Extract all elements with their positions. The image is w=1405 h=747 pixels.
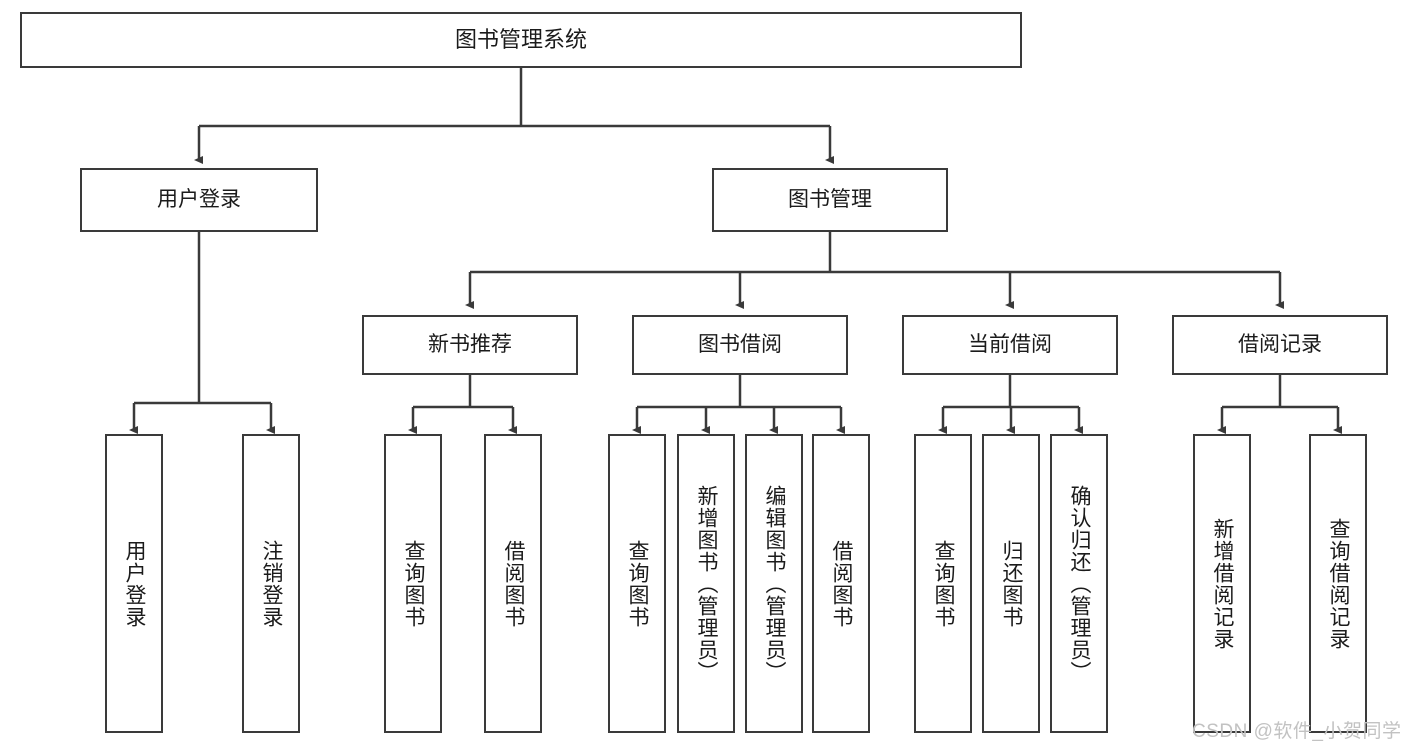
node-borrow-record[interactable]: 借阅记录 — [1172, 315, 1388, 375]
leaf-add-record[interactable]: 新增借阅记录 — [1193, 434, 1251, 733]
leaf-edit-book[interactable]: 编辑图书（管理员） — [745, 434, 803, 733]
node-label: 归还图书 — [1000, 539, 1024, 628]
leaf-user-logout[interactable]: 注销登录 — [242, 434, 300, 733]
node-book-manage[interactable]: 图书管理 — [712, 168, 948, 232]
leaf-query-book-2[interactable]: 查询图书 — [608, 434, 666, 733]
node-label: 借阅图书 — [502, 539, 526, 628]
node-label: 图书借阅 — [698, 332, 782, 356]
leaf-add-book[interactable]: 新增图书（管理员） — [677, 434, 735, 733]
node-label: 新增图书（管理员） — [695, 484, 719, 683]
node-label: 借阅图书 — [830, 539, 854, 628]
leaf-confirm-return[interactable]: 确认归还（管理员） — [1050, 434, 1108, 733]
node-root-system[interactable]: 图书管理系统 — [20, 12, 1022, 68]
node-label: 新书推荐 — [428, 332, 512, 356]
node-label: 查询图书 — [402, 539, 426, 628]
leaf-query-record[interactable]: 查询借阅记录 — [1309, 434, 1367, 733]
leaf-user-login[interactable]: 用户登录 — [105, 434, 163, 733]
node-label: 查询借阅记录 — [1327, 517, 1351, 650]
node-label: 查询图书 — [932, 539, 956, 628]
leaf-borrow-book-2[interactable]: 借阅图书 — [812, 434, 870, 733]
node-label: 图书管理系统 — [454, 27, 587, 53]
leaf-return-book[interactable]: 归还图书 — [982, 434, 1040, 733]
node-book-borrow[interactable]: 图书借阅 — [632, 315, 848, 375]
node-label: 确认归还（管理员） — [1068, 484, 1092, 683]
node-new-book-recommend[interactable]: 新书推荐 — [362, 315, 578, 375]
node-label: 借阅记录 — [1238, 332, 1322, 356]
node-label: 编辑图书（管理员） — [763, 484, 787, 683]
node-label: 用户登录 — [157, 187, 241, 211]
leaf-query-book-1[interactable]: 查询图书 — [384, 434, 442, 733]
node-label: 当前借阅 — [968, 332, 1052, 356]
node-label: 图书管理 — [788, 187, 872, 211]
csdn-watermark: CSDN @软件_小贺同学 — [1192, 721, 1402, 742]
leaf-query-book-3[interactable]: 查询图书 — [914, 434, 972, 733]
node-current-borrow[interactable]: 当前借阅 — [902, 315, 1118, 375]
node-user-login[interactable]: 用户登录 — [80, 168, 318, 232]
node-label: 用户登录 — [123, 539, 147, 628]
node-label: 新增借阅记录 — [1211, 517, 1235, 650]
node-label: 查询图书 — [626, 539, 650, 628]
leaf-borrow-book-1[interactable]: 借阅图书 — [484, 434, 542, 733]
node-label: 注销登录 — [260, 539, 284, 628]
